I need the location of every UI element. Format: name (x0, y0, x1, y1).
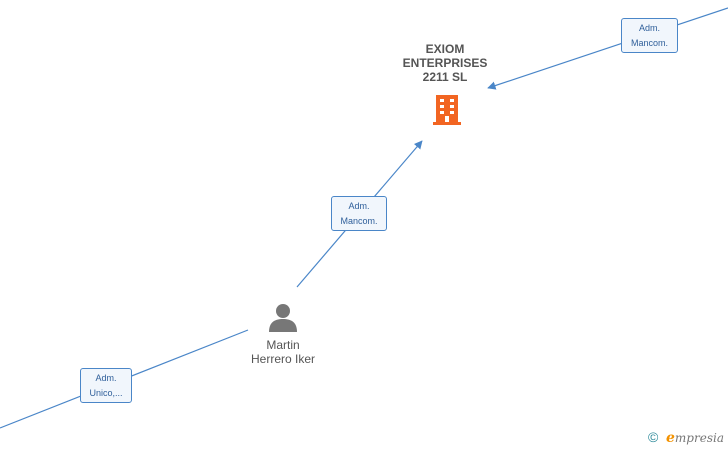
person-name-line2: Herrero Iker (250, 352, 315, 366)
person-node-label[interactable]: Martin Herrero Iker (228, 338, 338, 366)
edge-label-bottom-line2: Unico,... (89, 388, 123, 398)
company-name-line1: EXIOM (425, 42, 465, 56)
edge-line-top (487, 7, 728, 90)
copyright-icon: © (648, 429, 659, 445)
company-name-line3: 2211 SL (422, 70, 468, 84)
edge-label-top-line2: Mancom. (630, 38, 668, 48)
edge-label-mid[interactable]: Adm. Mancom. (331, 196, 387, 231)
company-node-label[interactable]: EXIOM ENTERPRISES 2211 SL (380, 42, 510, 84)
edge-label-mid-line2: Mancom. (340, 216, 378, 226)
brand-logo: empresia (666, 430, 724, 446)
edge-label-bottom[interactable]: Adm. Unico,... (80, 368, 132, 403)
brand-initial: e (666, 430, 675, 446)
edge-label-bottom-line1: Adm. (95, 373, 117, 383)
edge-label-mid-line1: Adm. (348, 201, 370, 211)
edge-label-top-line1: Adm. (638, 23, 660, 33)
person-name-line1: Martin (266, 338, 300, 352)
brand-rest: mpresia (674, 431, 724, 445)
building-icon[interactable] (432, 93, 462, 127)
company-name-line2: ENTERPRISES (402, 56, 488, 70)
person-icon[interactable] (268, 302, 298, 332)
footer-brand[interactable]: © empresia (638, 428, 728, 448)
edge-label-top[interactable]: Adm. Mancom. (621, 18, 678, 53)
